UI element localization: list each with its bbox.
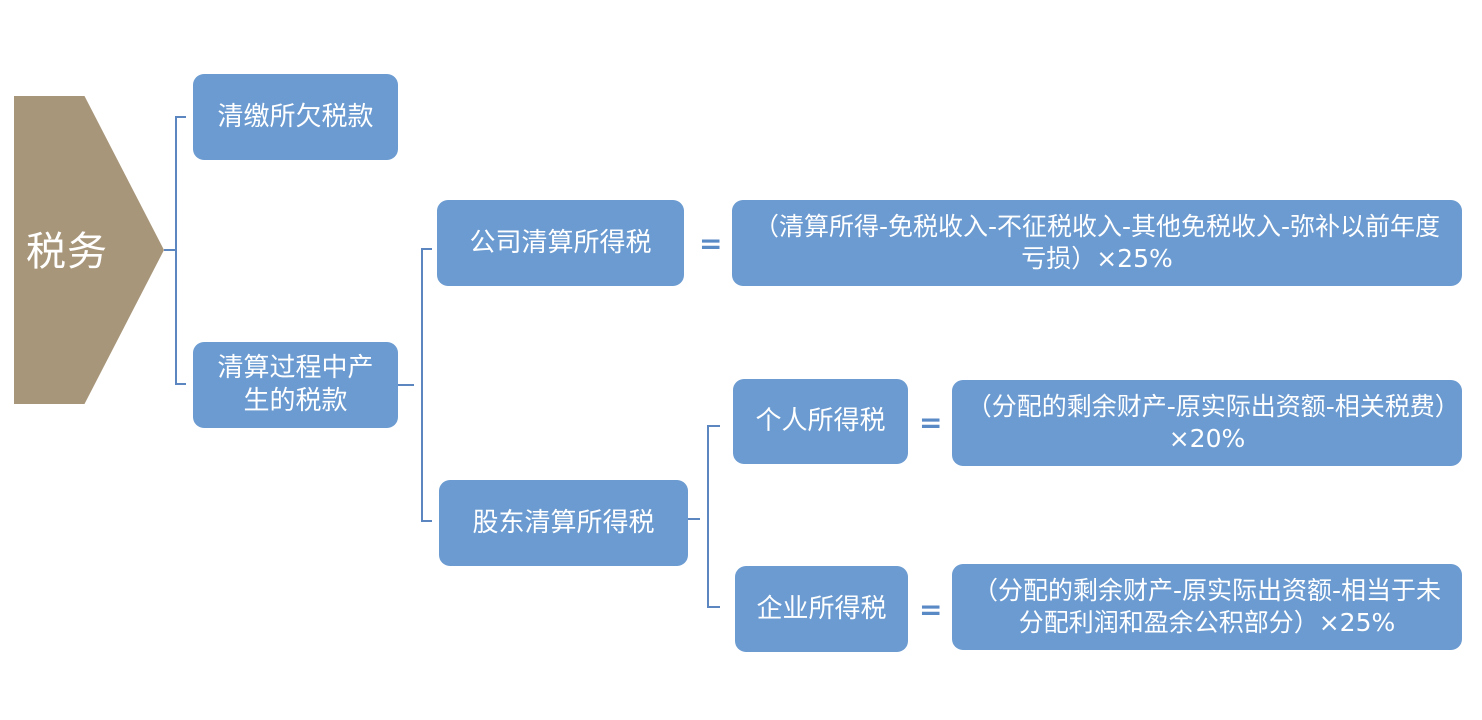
bracket-level1: [175, 116, 186, 385]
equals-sign: =: [919, 406, 943, 439]
formula-text: （分配的剩余财产-原实际出资额-相当于未分配利润和盈余公积部分）×25%: [972, 576, 1442, 637]
equals-sign: =: [699, 227, 723, 260]
node-label: 企业所得税: [756, 593, 887, 624]
formula-corporate-tax: （清算所得-免税收入-不征税收入-其他免税收入-弥补以前年度亏损）×25%: [732, 200, 1462, 286]
bracket-level3: [707, 425, 720, 608]
node-label: 个人所得税: [755, 406, 886, 436]
equals-sign: =: [919, 593, 943, 626]
node-corporate-liquidation-income-tax: 公司清算所得税: [437, 200, 684, 286]
node-label: 清缴所欠税款: [217, 101, 374, 132]
formula-text: （清算所得-免税收入-不征税收入-其他免税收入-弥补以前年度亏损）×25%: [753, 212, 1441, 273]
bracket-level2: [421, 248, 432, 522]
node-label: 股东清算所得税: [472, 507, 655, 538]
node-clear-unpaid-taxes: 清缴所欠税款: [193, 74, 398, 160]
node-individual-income-tax: 个人所得税: [733, 379, 908, 464]
node-shareholder-liquidation-income-tax: 股东清算所得税: [439, 480, 688, 566]
node-enterprise-income-tax: 企业所得税: [735, 566, 908, 652]
node-label: 清算过程中产 生的税款: [217, 353, 374, 416]
formula-text: （分配的剩余财产-原实际出资额-相关税费）×20%: [966, 392, 1448, 453]
node-label: 公司清算所得税: [469, 227, 652, 258]
formula-enterprise-tax: （分配的剩余财产-原实际出资额-相当于未分配利润和盈余公积部分）×25%: [952, 564, 1462, 650]
root-node-label: 税务: [26, 229, 108, 275]
formula-individual-tax: （分配的剩余财产-原实际出资额-相关税费）×20%: [952, 380, 1462, 466]
node-taxes-during-liquidation: 清算过程中产 生的税款: [193, 342, 398, 428]
